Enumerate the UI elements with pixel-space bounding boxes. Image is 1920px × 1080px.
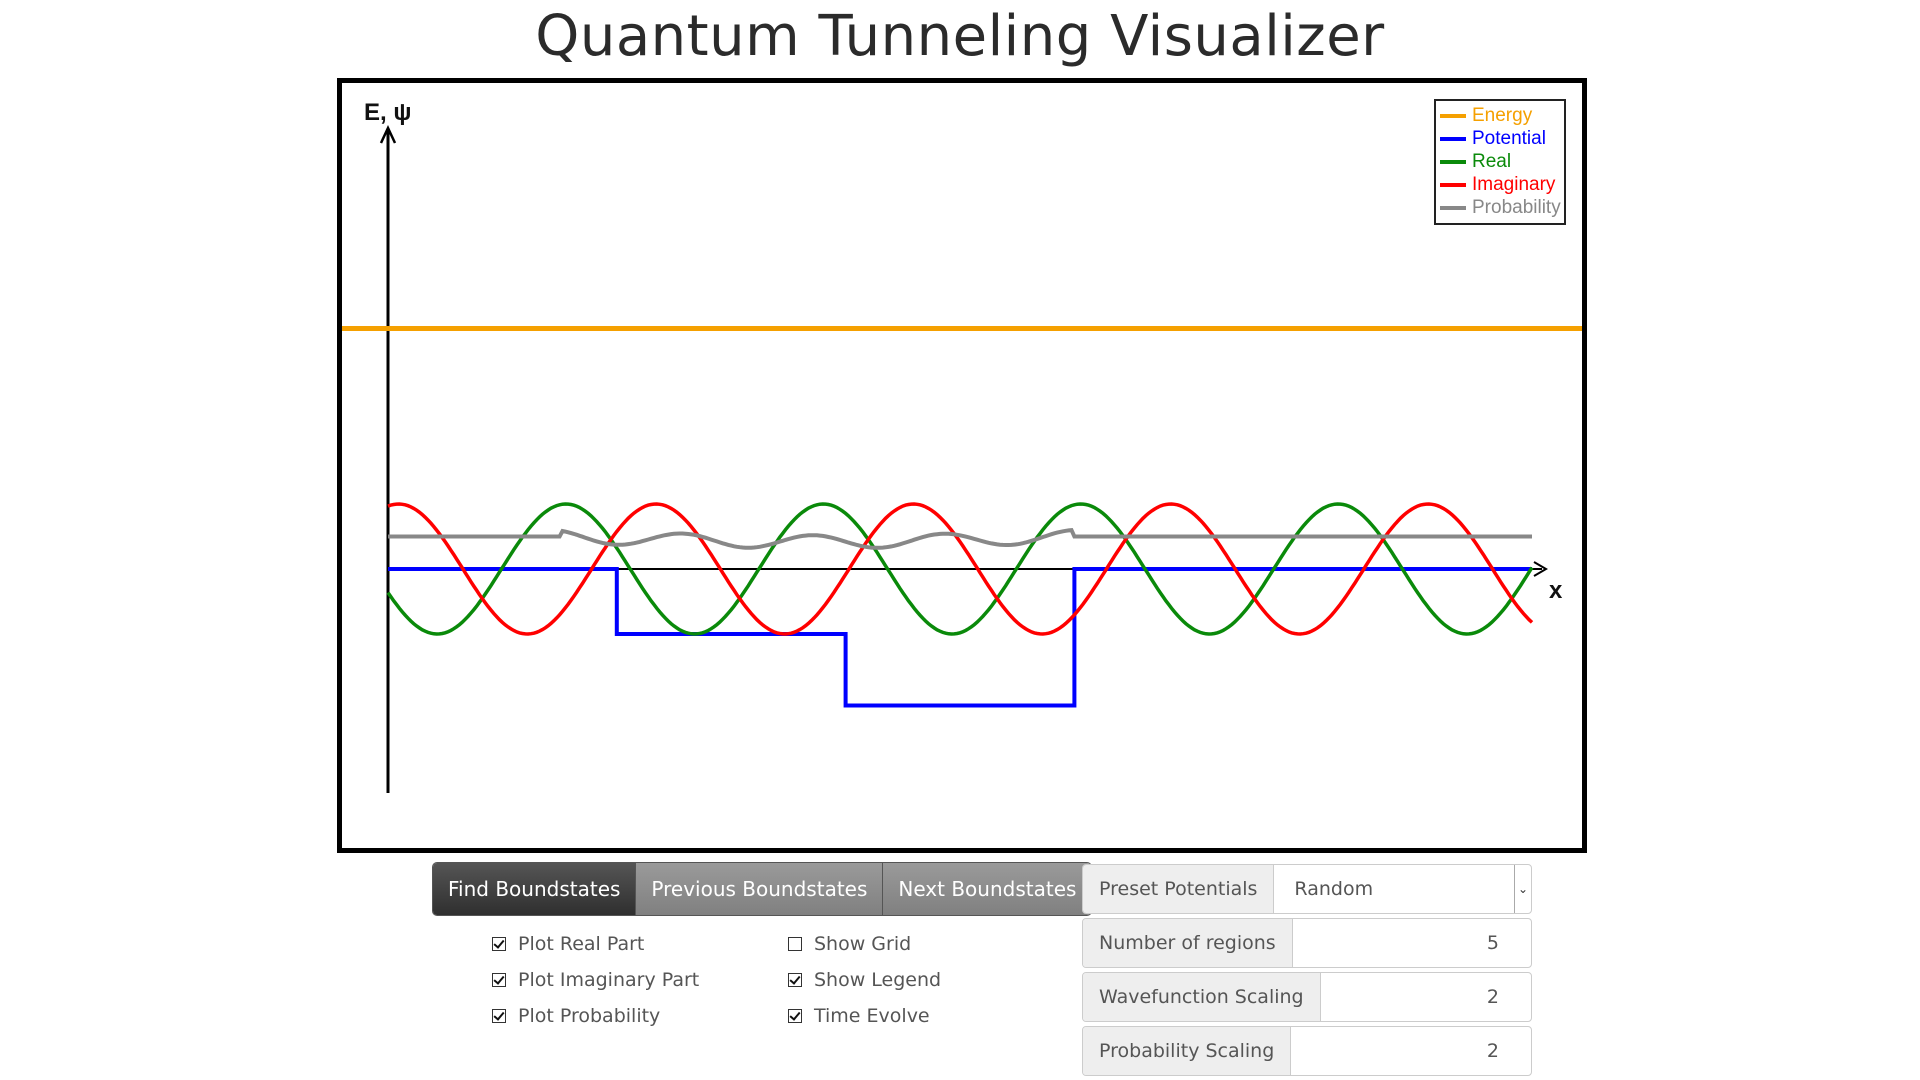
legend-swatch-probability (1440, 205, 1466, 210)
legend-item-imaginary: Imaginary (1440, 173, 1564, 196)
probability-scaling-input[interactable]: 2 (1486, 1040, 1499, 1062)
checkbox-label: Show Legend (814, 969, 942, 991)
probability-line (388, 527, 1532, 550)
imaginary-part-line (387, 502, 1534, 636)
checkbox-label: Plot Probability (518, 1005, 661, 1027)
legend-label-imaginary: Imaginary (1472, 173, 1556, 195)
legend: Energy Potential Real Imaginary Probabil… (1434, 99, 1566, 225)
plot-probability-checkbox[interactable]: Plot Probability (492, 1005, 660, 1027)
wavefunction-scaling-label: Wavefunction Scaling (1083, 973, 1321, 1021)
legend-item-energy: Energy (1440, 104, 1564, 127)
checkbox-icon[interactable] (788, 1009, 802, 1023)
probability-scaling-label: Probability Scaling (1083, 1027, 1292, 1075)
show-legend-checkbox[interactable]: Show Legend (788, 969, 941, 991)
plot-imaginary-part-checkbox[interactable]: Plot Imaginary Part (492, 969, 699, 991)
time-evolve-checkbox[interactable]: Time Evolve (788, 1005, 930, 1027)
plot-canvas[interactable]: E, ψ x Energy Potential Real Imaginary P… (337, 78, 1587, 853)
legend-swatch-potential (1440, 136, 1466, 141)
checkbox-icon[interactable] (492, 937, 506, 951)
legend-label-potential: Potential (1472, 127, 1546, 149)
checkbox-icon[interactable] (492, 1009, 506, 1023)
y-axis-arrow (379, 125, 397, 144)
plot-svg (342, 125, 1582, 793)
next-boundstates-button[interactable]: Next Boundstates (883, 863, 1092, 915)
x-axis-label: x (1549, 577, 1563, 604)
wavefunction-scaling-input[interactable]: 2 (1486, 986, 1499, 1008)
legend-swatch-energy (1440, 113, 1466, 118)
chevron-down-icon[interactable]: ⌄ (1514, 865, 1531, 913)
checkbox-icon[interactable] (492, 973, 506, 987)
show-grid-checkbox[interactable]: Show Grid (788, 933, 911, 955)
page-title: Quantum Tunneling Visualizer (535, 4, 1385, 69)
real-part-line (386, 502, 1534, 636)
previous-boundstates-button[interactable]: Previous Boundstates (636, 863, 884, 915)
wavefunction-scaling-field: Wavefunction Scaling 2 (1082, 972, 1532, 1022)
potential-line (388, 567, 1532, 708)
preset-potentials-label: Preset Potentials (1083, 865, 1275, 913)
number-of-regions-field: Number of regions 5 (1082, 918, 1532, 968)
plot-real-part-checkbox[interactable]: Plot Real Part (492, 933, 644, 955)
checkbox-label: Plot Real Part (518, 933, 645, 955)
legend-label-real: Real (1472, 150, 1512, 172)
legend-item-real: Real (1440, 150, 1564, 173)
checkbox-icon[interactable] (788, 973, 802, 987)
checkbox-label: Show Grid (814, 933, 912, 955)
find-boundstates-button[interactable]: Find Boundstates (433, 863, 637, 915)
legend-label-energy: Energy (1472, 104, 1533, 126)
checkbox-label: Plot Imaginary Part (518, 969, 700, 991)
y-axis-label: E, ψ (364, 99, 412, 126)
legend-item-probability: Probability (1440, 196, 1564, 219)
legend-item-potential: Potential (1440, 127, 1564, 150)
x-axis-arrow (1533, 561, 1548, 577)
preset-potentials-value[interactable]: Random (1294, 878, 1374, 900)
checkbox-label: Time Evolve (814, 1005, 930, 1027)
legend-swatch-real (1440, 159, 1466, 164)
probability-scaling-field: Probability Scaling 2 (1082, 1026, 1532, 1076)
number-of-regions-input[interactable]: 5 (1486, 932, 1499, 954)
checkbox-icon[interactable] (788, 937, 802, 951)
boundstate-button-group: Find Boundstates Previous Boundstates Ne… (432, 862, 1093, 916)
legend-swatch-imaginary (1440, 182, 1466, 187)
number-of-regions-label: Number of regions (1083, 919, 1293, 967)
legend-label-probability: Probability (1472, 196, 1561, 218)
preset-potentials-select[interactable]: Preset Potentials Random ⌄ (1082, 864, 1532, 914)
